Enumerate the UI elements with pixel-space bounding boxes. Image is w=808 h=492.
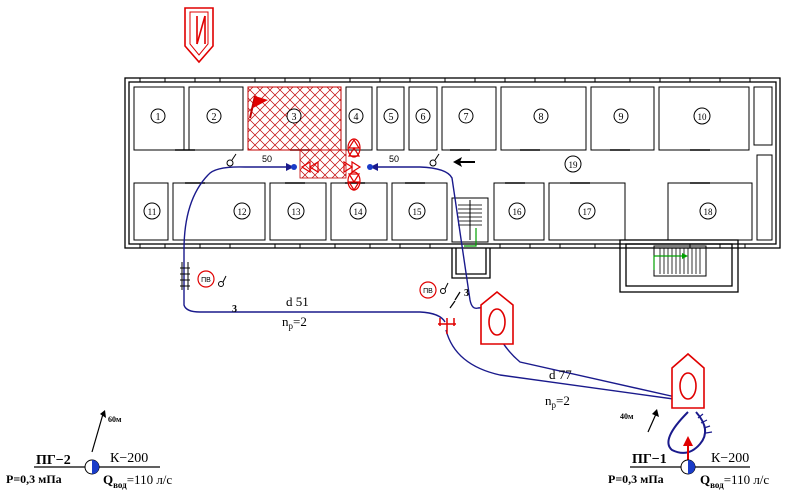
- svg-text:d 51: d 51: [286, 294, 309, 309]
- line-2-label: d 77 nр=2: [545, 367, 572, 410]
- room-number: 18: [699, 202, 717, 220]
- svg-text:18: 18: [704, 207, 714, 217]
- stair-arrow-icon: [653, 255, 682, 270]
- svg-text:11: 11: [148, 207, 157, 217]
- svg-text:7: 7: [464, 112, 469, 123]
- room-labels: 1 2 3 4 5 6 7 8 9 10 11 12 13 14 15 16 1…: [143, 107, 717, 220]
- hydrant-ring: К−200: [711, 451, 749, 466]
- room-number: 19: [564, 155, 582, 173]
- fire-truck-2-icon: [671, 352, 705, 409]
- stair-arrow-icon: [464, 228, 477, 247]
- svg-text:9: 9: [619, 112, 624, 123]
- hydrant-name: ПГ−2: [36, 453, 71, 468]
- approach-arrow-icon: [453, 157, 475, 167]
- branch-icon: [226, 153, 440, 167]
- svg-text:13: 13: [292, 207, 302, 217]
- fire-flag-icon: [249, 95, 268, 119]
- hose-length-label: 50: [389, 154, 399, 164]
- distance-label: 40м: [620, 412, 634, 421]
- distance-label: 60м: [108, 415, 122, 424]
- room-number: 17: [578, 202, 596, 220]
- room-number: 3: [286, 108, 302, 124]
- hose-line-left: [183, 166, 446, 323]
- hydrant-ring: К−200: [110, 451, 148, 466]
- svg-text:4: 4: [354, 112, 359, 123]
- svg-text:ПВ: ПВ: [423, 288, 433, 295]
- hydrant-pressure: Р=0,3 мПа: [6, 472, 62, 486]
- hydrant-pressure: Р=0,3 мПа: [608, 472, 664, 486]
- hose-length-label: 50: [262, 154, 272, 164]
- hydrant-flow: Qвод=110 л/с: [103, 472, 172, 490]
- svg-text:12: 12: [238, 207, 247, 217]
- room-number: 9: [613, 108, 629, 124]
- hydrant-name: ПГ−1: [632, 452, 667, 467]
- svg-text:15: 15: [413, 207, 423, 217]
- svg-text:14: 14: [354, 207, 364, 217]
- direction-marker-icon: [184, 7, 214, 64]
- svg-text:nр=2: nр=2: [282, 314, 307, 331]
- svg-text:d 77: d 77: [549, 367, 572, 382]
- hose-count-label: 3: [232, 304, 237, 315]
- room-number: 6: [415, 108, 431, 124]
- room-number: 16: [508, 202, 526, 220]
- svg-text:19: 19: [569, 160, 579, 170]
- svg-text:10: 10: [698, 112, 708, 122]
- distance-arrow-icon: [91, 413, 104, 453]
- svg-text:ПВ: ПВ: [201, 277, 211, 284]
- room-number: 13: [287, 202, 305, 220]
- room-number: 5: [383, 108, 399, 124]
- branching-manifold-icon: [438, 318, 456, 334]
- internal-hydrant-icon: ПВ: [419, 281, 461, 309]
- room-number: 4: [348, 108, 364, 124]
- svg-text:5: 5: [389, 112, 394, 123]
- hose-line-mainline: [445, 329, 689, 402]
- distance-arrow-icon: [647, 413, 657, 433]
- svg-text:1: 1: [156, 112, 161, 123]
- hydrant-flow: Qвод=110 л/с: [700, 472, 769, 490]
- svg-text:17: 17: [583, 207, 593, 217]
- suction-hose-icon: [667, 411, 713, 462]
- hose-line-right: [419, 166, 681, 399]
- room-number: 10: [693, 107, 711, 125]
- svg-text:16: 16: [513, 207, 523, 217]
- hydrant-pg2: 60м ПГ−2 К−200 Р=0,3 мПа Qвод=110 л/с: [6, 410, 172, 490]
- line-1-label: d 51 nр=2: [282, 294, 309, 331]
- room-number: 15: [408, 202, 426, 220]
- svg-text:3: 3: [292, 112, 297, 123]
- hydrant-pg1: 40м ПГ−1 К−200 Р=0,3 мПа Qвод=110 л/с: [608, 409, 769, 490]
- internal-hydrant-icon: ПВ: [180, 262, 227, 290]
- room-number: 7: [458, 108, 474, 124]
- room-number: 1: [150, 108, 166, 124]
- room-number: 8: [533, 108, 549, 124]
- room-number: 14: [349, 202, 367, 220]
- nozzle-arrow-icon: [300, 138, 362, 192]
- svg-text:8: 8: [539, 112, 544, 123]
- svg-text:6: 6: [421, 112, 426, 123]
- hose-count-label: 3: [464, 288, 469, 299]
- room-number: 2: [206, 108, 222, 124]
- room-number: 12: [233, 202, 251, 220]
- room-number: 11: [143, 202, 161, 220]
- svg-text:nр=2: nр=2: [545, 393, 570, 410]
- fire-truck-1-icon: [480, 290, 514, 345]
- nozzle-positions: 50 50: [226, 138, 475, 192]
- svg-text:2: 2: [212, 112, 217, 123]
